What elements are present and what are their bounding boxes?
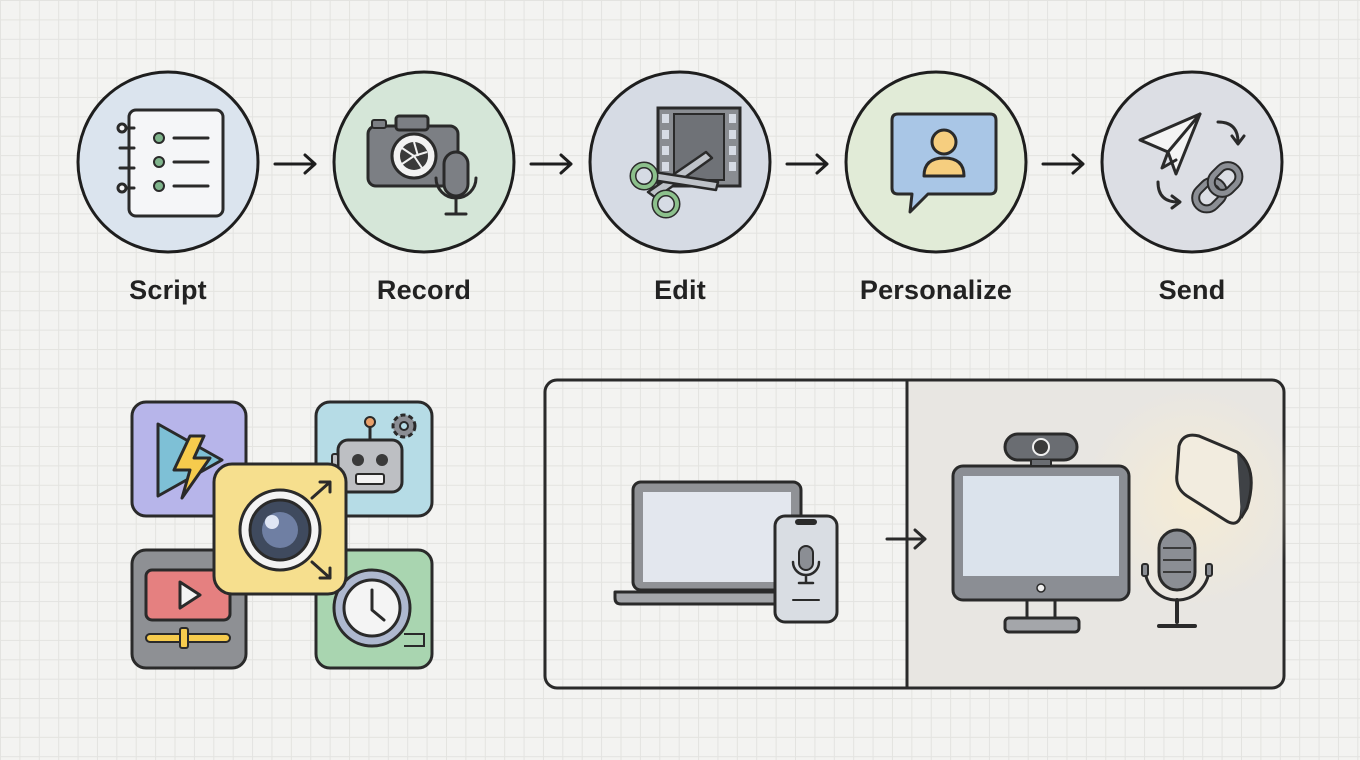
setup-comparison-panel <box>543 378 1286 690</box>
laptop-phone-icon <box>613 480 839 624</box>
flow-arrow <box>272 152 320 176</box>
step-label: Script <box>129 275 207 305</box>
step-label: Personalize <box>859 275 1013 305</box>
step-label: Send <box>1158 275 1226 305</box>
tool-tiles <box>128 398 438 676</box>
scissors-film-icon <box>629 106 742 219</box>
paper-plane-link-icon <box>1138 112 1246 214</box>
desktop-webcam-mic-light-icon <box>951 388 1286 634</box>
step-circle <box>76 70 260 254</box>
notebook-list-icon <box>116 108 225 218</box>
flow-arrow <box>784 152 832 176</box>
flow-arrow <box>1040 152 1088 176</box>
step-circle <box>1100 70 1284 254</box>
camera-microphone-icon <box>366 114 478 216</box>
step-label: Edit <box>654 275 706 305</box>
chat-bubble-avatar-icon <box>890 112 998 214</box>
camera-lens-expand-icon <box>212 462 348 596</box>
flow-arrow <box>528 152 576 176</box>
step-label: Record <box>376 275 472 305</box>
transition-arrow <box>885 528 927 550</box>
step-circle <box>844 70 1028 254</box>
step-circle <box>588 70 772 254</box>
step-circle <box>332 70 516 254</box>
